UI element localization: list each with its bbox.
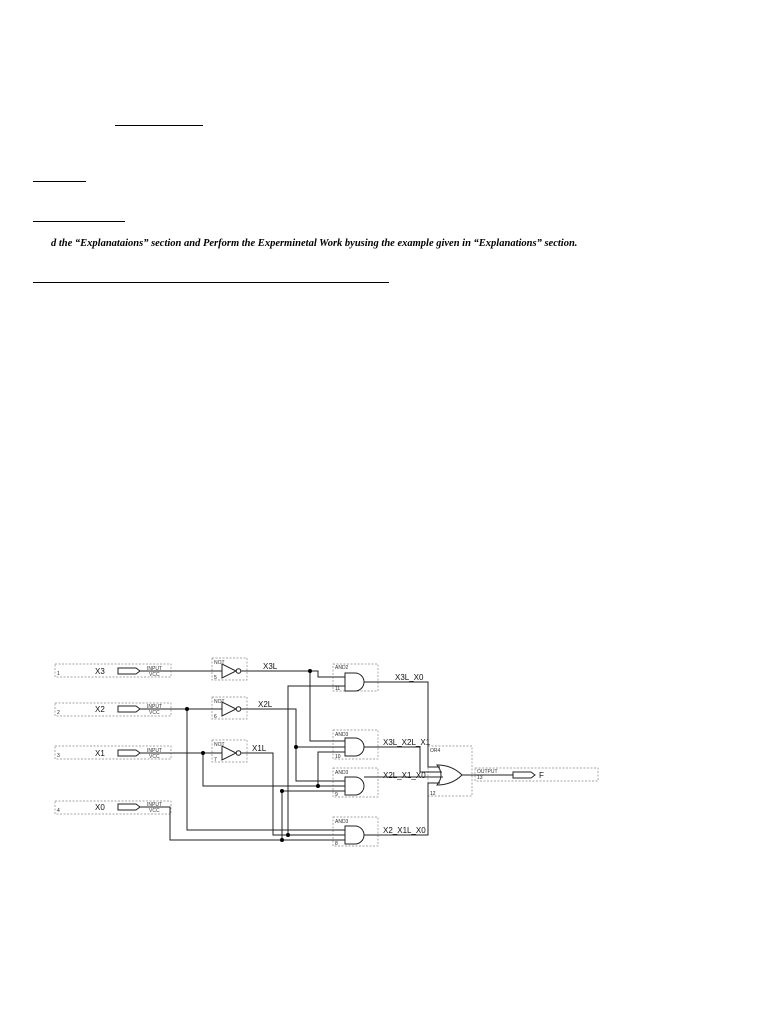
not-gate-7: NOT 7 X1L bbox=[211, 739, 267, 763]
svg-text:X2L: X2L bbox=[258, 700, 273, 709]
wire-junctions bbox=[185, 669, 320, 842]
heading-underline-2 bbox=[33, 181, 86, 182]
logic-circuit-schematic: 1 X3 INPUT VCC 2 X2 INPUT VCC 3 X1 INPUT… bbox=[54, 657, 599, 847]
or-gate-12: OR4 12 bbox=[427, 745, 473, 797]
svg-text:F: F bbox=[539, 771, 544, 780]
svg-text:8: 8 bbox=[335, 841, 338, 847]
and-gate-8: AND3 8 X2_X1L_X0 bbox=[332, 816, 426, 847]
svg-text:VCC: VCC bbox=[149, 808, 160, 814]
svg-text:X1: X1 bbox=[95, 749, 105, 758]
svg-text:13: 13 bbox=[477, 775, 483, 781]
svg-text:AND3: AND3 bbox=[335, 770, 349, 776]
svg-text:5: 5 bbox=[214, 675, 217, 681]
svg-text:VCC: VCC bbox=[149, 754, 160, 760]
svg-text:X2L_X1_X0: X2L_X1_X0 bbox=[383, 771, 426, 780]
svg-text:INPUT: INPUT bbox=[147, 704, 162, 710]
svg-text:1: 1 bbox=[57, 671, 60, 677]
svg-text:X2: X2 bbox=[95, 705, 105, 714]
svg-text:INPUT: INPUT bbox=[147, 802, 162, 808]
and-gate-10: AND3 10 X3L_X2L_X1 bbox=[332, 729, 431, 760]
and-gate-9: AND3 9 X2L_X1_X0 bbox=[332, 767, 426, 798]
output-f: OUTPUT 13 F bbox=[474, 767, 599, 782]
svg-text:X0: X0 bbox=[95, 803, 105, 812]
svg-text:AND3: AND3 bbox=[335, 732, 349, 738]
and-gate-11: AND2 11 X3L_X0 bbox=[332, 663, 424, 692]
svg-text:NOT: NOT bbox=[214, 742, 225, 748]
heading-underline-3 bbox=[33, 221, 125, 222]
input-x0: 4 X0 INPUT VCC bbox=[54, 800, 172, 815]
svg-text:7: 7 bbox=[214, 757, 217, 763]
svg-text:NOT: NOT bbox=[214, 660, 225, 666]
instruction-text: d the “Explanataions” section and Perfor… bbox=[51, 238, 578, 249]
svg-text:X3: X3 bbox=[95, 667, 105, 676]
svg-text:3: 3 bbox=[57, 753, 60, 759]
svg-text:INPUT: INPUT bbox=[147, 748, 162, 754]
svg-text:9: 9 bbox=[335, 792, 338, 798]
svg-text:OR4: OR4 bbox=[430, 748, 441, 754]
not-gate-5: NOT 5 X3L bbox=[211, 657, 278, 681]
svg-text:4: 4 bbox=[57, 808, 60, 814]
svg-text:X1L: X1L bbox=[252, 744, 267, 753]
section-underline bbox=[33, 282, 389, 283]
circuit-wires bbox=[140, 670, 513, 841]
svg-text:6: 6 bbox=[214, 714, 217, 720]
svg-text:NOT: NOT bbox=[214, 699, 225, 705]
svg-text:AND2: AND2 bbox=[335, 665, 349, 671]
svg-text:X3L_X2L_X1: X3L_X2L_X1 bbox=[383, 738, 431, 747]
svg-text:AND3: AND3 bbox=[335, 819, 349, 825]
svg-text:10: 10 bbox=[335, 754, 341, 760]
svg-text:X3L_X0: X3L_X0 bbox=[395, 673, 424, 682]
svg-text:VCC: VCC bbox=[149, 672, 160, 678]
svg-text:11: 11 bbox=[335, 686, 340, 692]
input-x3: 1 X3 INPUT VCC bbox=[54, 663, 172, 678]
svg-text:12: 12 bbox=[430, 791, 436, 797]
svg-text:VCC: VCC bbox=[149, 710, 160, 716]
svg-text:OUTPUT: OUTPUT bbox=[477, 769, 498, 775]
heading-underline-1 bbox=[115, 125, 203, 126]
svg-text:INPUT: INPUT bbox=[147, 666, 162, 672]
svg-text:X2_X1L_X0: X2_X1L_X0 bbox=[383, 826, 426, 835]
svg-text:2: 2 bbox=[57, 710, 60, 716]
svg-text:X3L: X3L bbox=[263, 662, 278, 671]
